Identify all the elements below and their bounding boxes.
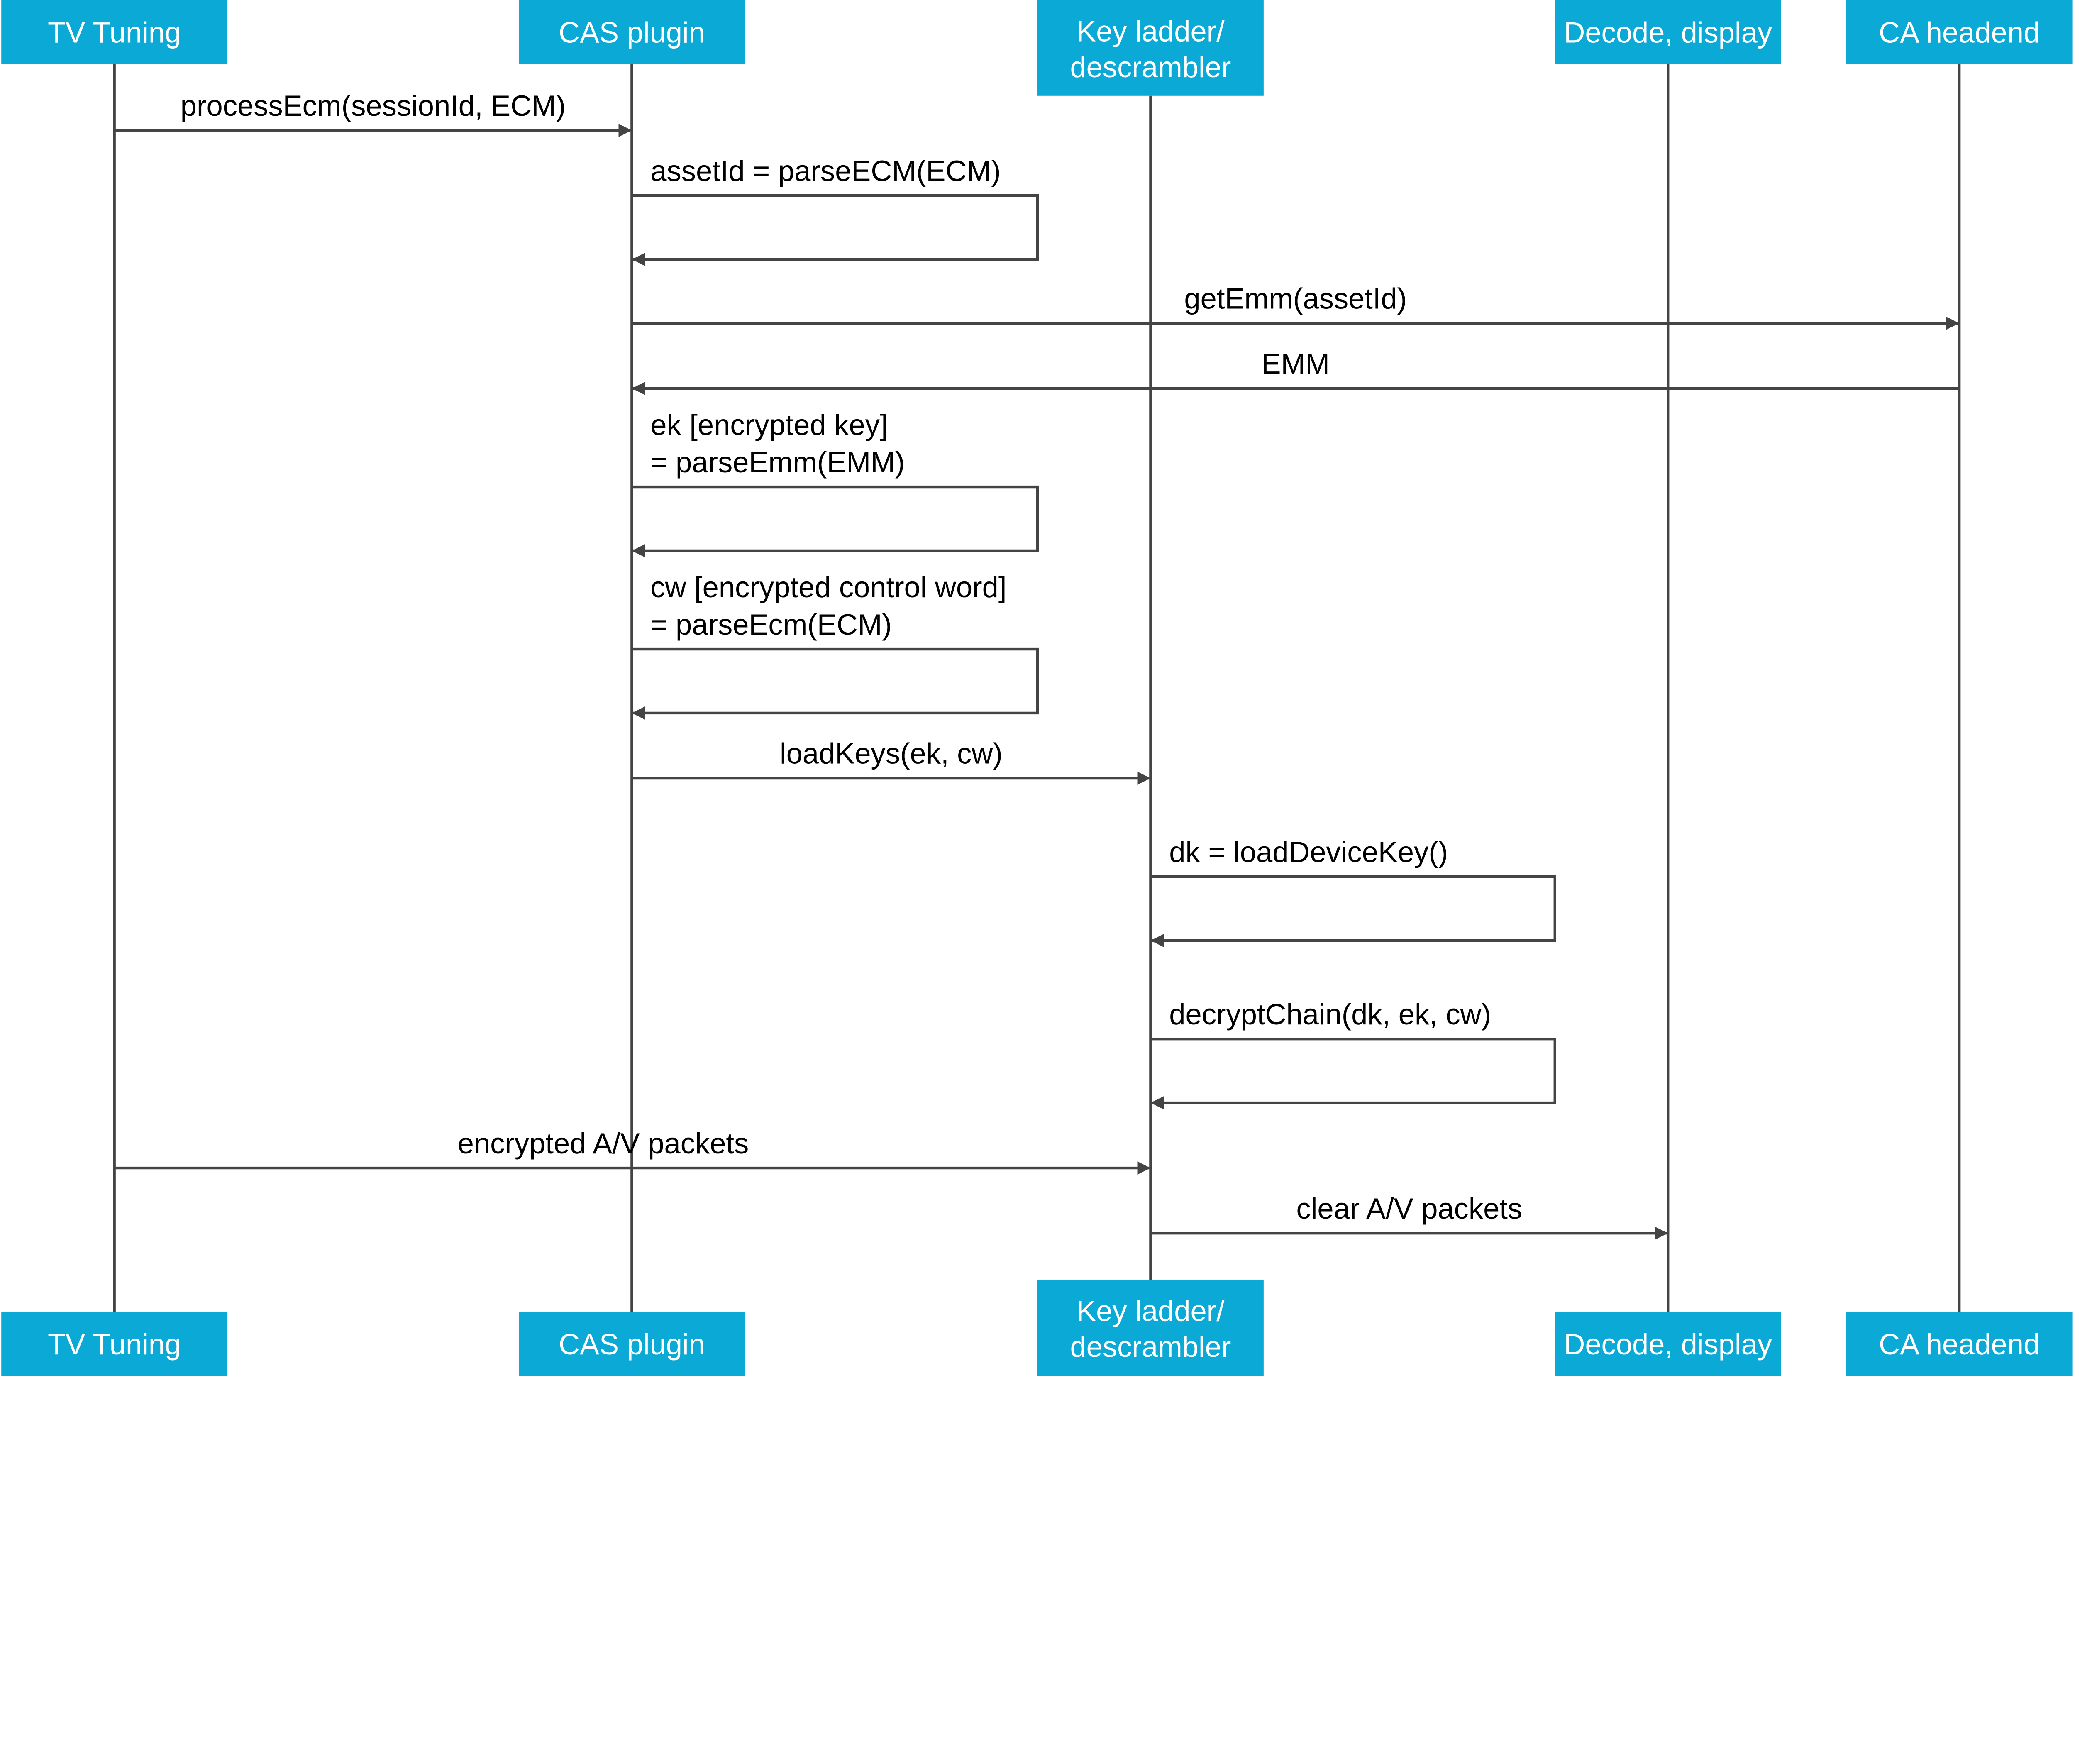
message-label: ek [encrypted key] [650,408,888,441]
message-label: = parseEcm(ECM) [650,608,892,641]
participant-ca-bottom: CA headend [1846,1312,2073,1376]
lifelines [113,64,1961,1312]
participant-box [518,0,745,64]
message-label: = parseEmm(EMM) [650,446,905,479]
self-message-arrow [1150,1037,1556,1110]
message-label: EMM [1262,347,1330,380]
self-message-arrow [632,647,1039,720]
participant-label: descrambler [1070,1330,1231,1363]
message-label: processEcm(sessionId, ECM) [181,89,566,122]
message-label: getEmm(assetId) [1184,282,1407,315]
message: cw [encrypted control word] = parseEcm(EC… [632,571,1039,720]
message: clear A/V packets [1150,1192,1668,1240]
message-label: cw [encrypted control word] [650,571,1006,603]
participant-tv-top: TV Tuning [1,0,228,64]
message-label: loadKeys(ek, cw) [780,737,1003,770]
participant-box [518,1312,745,1376]
participant-label: TV Tuning [48,16,181,49]
message: assetId = parseECM(ECM) [632,154,1039,266]
participant-label: Decode, display [1564,1328,1772,1361]
self-message-arrow [632,485,1039,557]
message-label: decryptChain(dk, ek, cw) [1169,998,1491,1031]
message-label: dk = loadDeviceKey() [1169,836,1448,868]
participant-box [1846,1312,2073,1376]
participant-dec-top: Decode, display [1555,0,1781,64]
message: decryptChain(dk, ek, cw) [1150,998,1556,1110]
message-label: clear A/V packets [1296,1192,1522,1225]
participant-label: descrambler [1070,51,1231,83]
participant-label: CA headend [1879,1328,2040,1361]
message: EMM [632,347,1960,395]
message: loadKeys(ek, cw) [632,737,1151,785]
participant-box [1555,1312,1781,1376]
participant-box [1555,0,1781,64]
participant-cas-bottom: CAS plugin [518,1312,745,1376]
message: processEcm(sessionId, ECM) [114,89,632,137]
message: encrypted A/V packets [114,1127,1151,1175]
message: dk = loadDeviceKey() [1150,836,1556,948]
participant-label: CAS plugin [559,1328,705,1361]
participant-ca-top: CA headend [1846,0,2073,64]
participant-dec-bottom: Decode, display [1555,1312,1781,1376]
participant-key-top: Key ladder/descrambler [1037,0,1264,96]
participant-box [1,1312,228,1376]
messages: processEcm(sessionId, ECM) assetId = pars… [114,89,1960,1240]
participant-box [1037,1280,1264,1376]
participant-box [1,0,228,64]
message-label: encrypted A/V packets [458,1127,749,1160]
self-message-arrow [632,194,1039,266]
participant-label: CA headend [1879,16,2040,49]
sequence-diagram: processEcm(sessionId, ECM) assetId = pars… [1,0,2073,1376]
message-label: assetId = parseECM(ECM) [650,154,1001,187]
participant-label: TV Tuning [48,1328,181,1361]
participant-box [1037,0,1264,96]
participant-tv-bottom: TV Tuning [1,1312,228,1376]
participant-key-bottom: Key ladder/descrambler [1037,1280,1264,1376]
message: getEmm(assetId) [632,282,1960,330]
participant-cas-top: CAS plugin [518,0,745,64]
participant-label: Decode, display [1564,16,1772,49]
message: ek [encrypted key] = parseEmm(EMM) [632,408,1039,557]
self-message-arrow [1150,875,1556,948]
participant-label: CAS plugin [559,16,705,49]
participant-label: Key ladder/ [1077,15,1225,47]
participant-box [1846,0,2073,64]
participant-label: Key ladder/ [1077,1295,1225,1327]
